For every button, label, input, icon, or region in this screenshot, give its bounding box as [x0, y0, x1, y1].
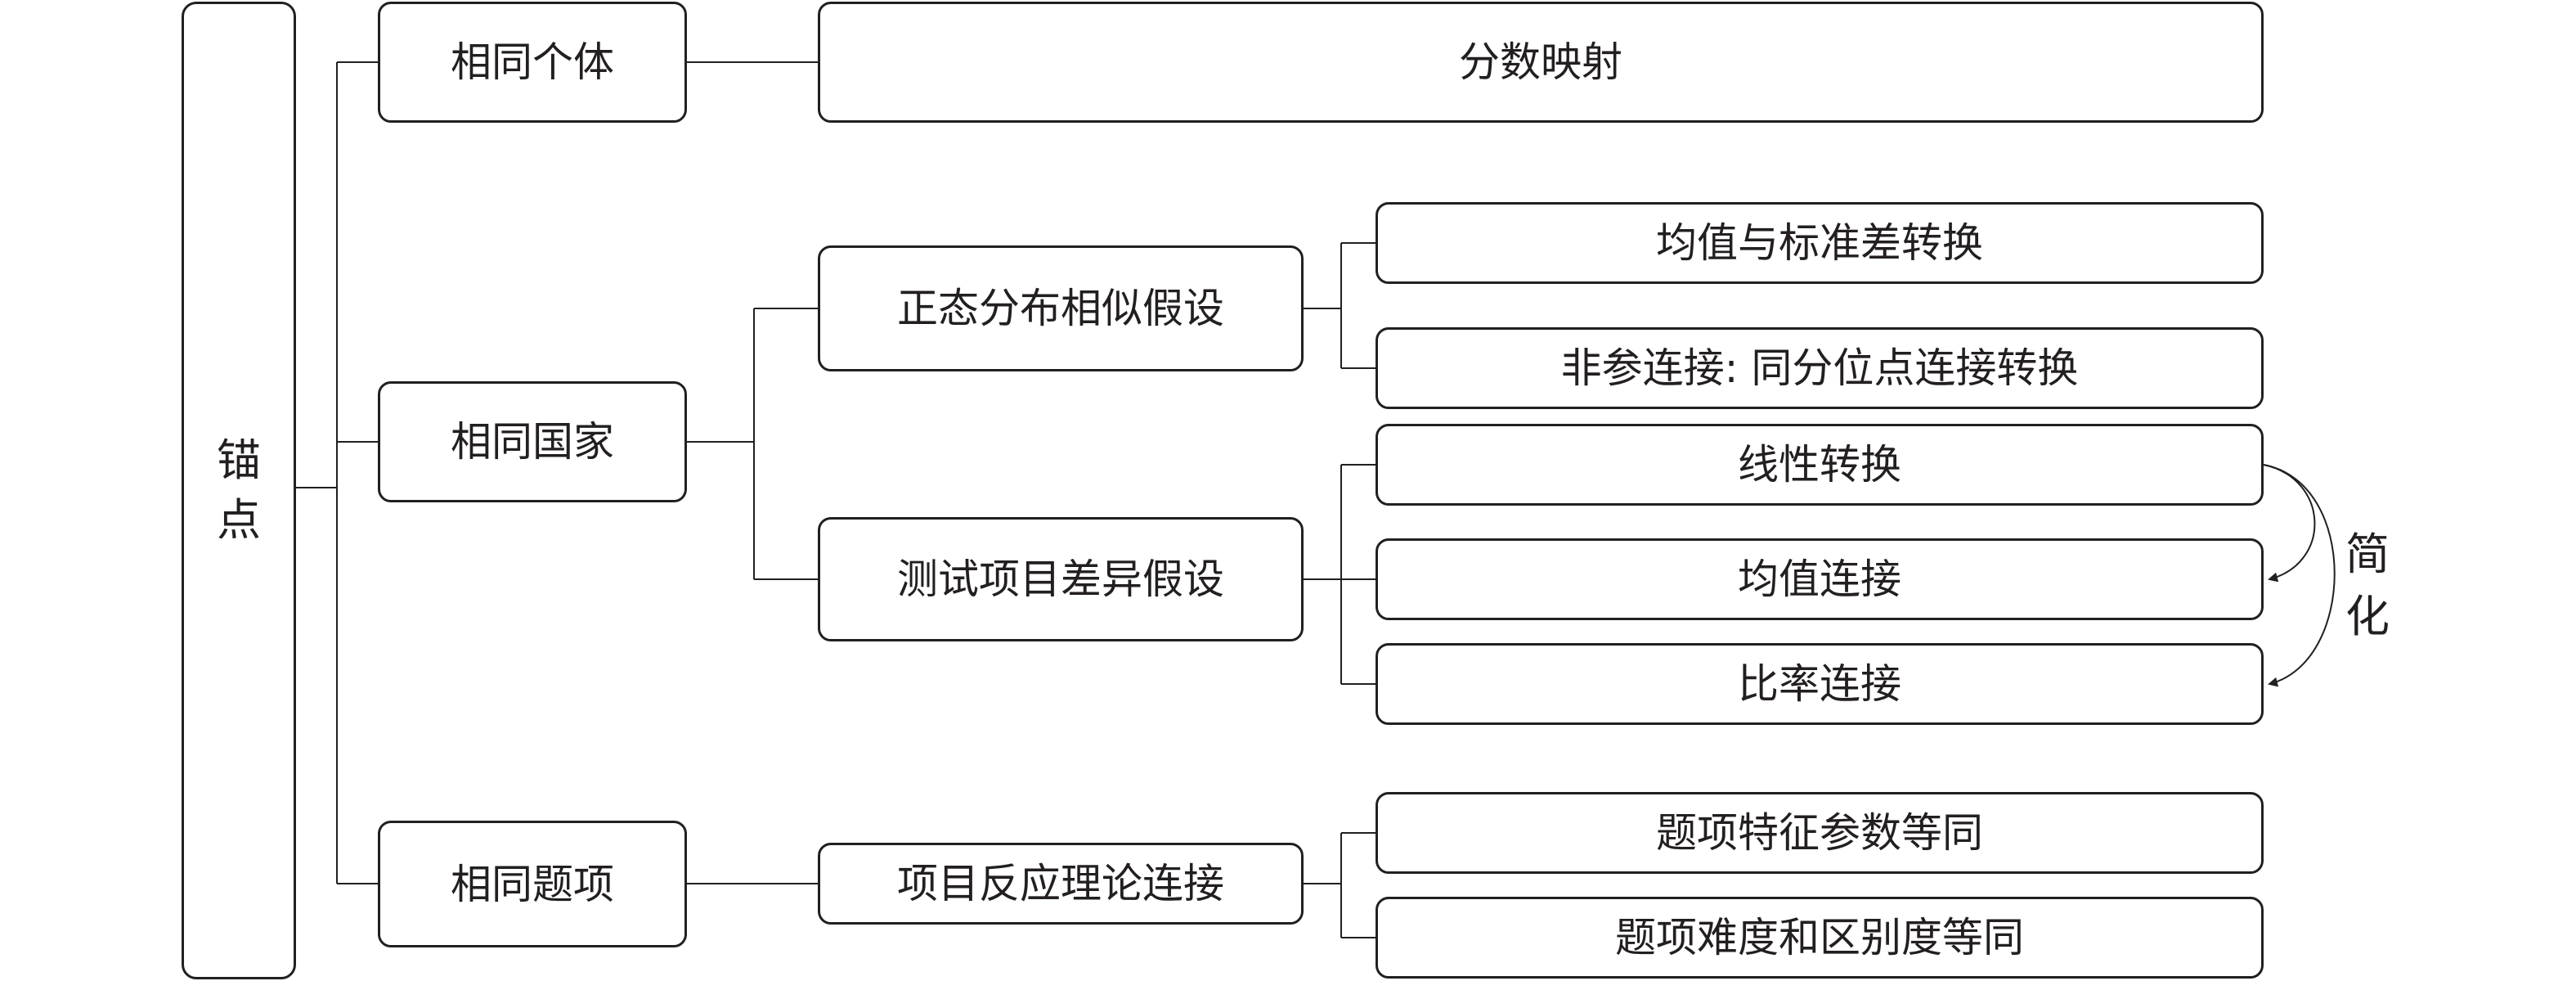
item-difference-assumption-box: 测试项目差异假设 [818, 517, 1304, 641]
anchor-root-box: 锚 点 [182, 2, 296, 979]
same-individual-box: 相同个体 [378, 2, 687, 123]
normal-assumption-label: 正态分布相似假设 [897, 285, 1224, 332]
score-mapping-label: 分数映射 [1459, 38, 1622, 86]
same-country-box: 相同国家 [378, 381, 687, 502]
same-country-label: 相同国家 [451, 418, 614, 466]
item-param-equal-label: 题项特征参数等同 [1656, 809, 1983, 857]
anchor-root-char-2: 点 [217, 493, 261, 546]
irt-linking-label: 项目反应理论连接 [897, 860, 1224, 907]
mean-linking-label: 均值连接 [1738, 556, 1901, 603]
anchor-root-label: 锚 点 [217, 431, 261, 551]
mean-sd-transform-label: 均值与标准差转换 [1656, 219, 1983, 267]
same-item-box: 相同题项 [378, 821, 687, 947]
same-item-label: 相同题项 [451, 860, 614, 908]
simplify-label: 简 化 [2345, 524, 2390, 647]
nonparametric-linking-label: 非参连接: 同分位点连接转换 [1560, 344, 2079, 392]
item-difference-assumption-label: 测试项目差异假设 [897, 556, 1224, 603]
irt-linking-box: 项目反应理论连接 [818, 843, 1304, 925]
difficulty-discrimination-equal-label: 题项难度和区别度等同 [1615, 914, 2024, 961]
linear-transform-label: 线性转换 [1738, 441, 1901, 488]
mean-sd-transform-box: 均值与标准差转换 [1376, 202, 2264, 284]
item-param-equal-box: 题项特征参数等同 [1376, 792, 2264, 874]
same-individual-label: 相同个体 [451, 38, 614, 86]
ratio-linking-box: 比率连接 [1376, 643, 2264, 725]
anchor-root-char-1: 锚 [217, 434, 261, 486]
difficulty-discrimination-equal-box: 题项难度和区别度等同 [1376, 897, 2264, 979]
linear-transform-box: 线性转换 [1376, 424, 2264, 506]
simplify-char-2: 化 [2345, 590, 2390, 642]
nonparametric-linking-box: 非参连接: 同分位点连接转换 [1376, 327, 2264, 409]
normal-assumption-box: 正态分布相似假设 [818, 245, 1304, 371]
simplify-char-1: 简 [2345, 529, 2390, 580]
mean-linking-box: 均值连接 [1376, 538, 2264, 620]
ratio-linking-label: 比率连接 [1738, 660, 1901, 708]
score-mapping-box: 分数映射 [818, 2, 2264, 123]
